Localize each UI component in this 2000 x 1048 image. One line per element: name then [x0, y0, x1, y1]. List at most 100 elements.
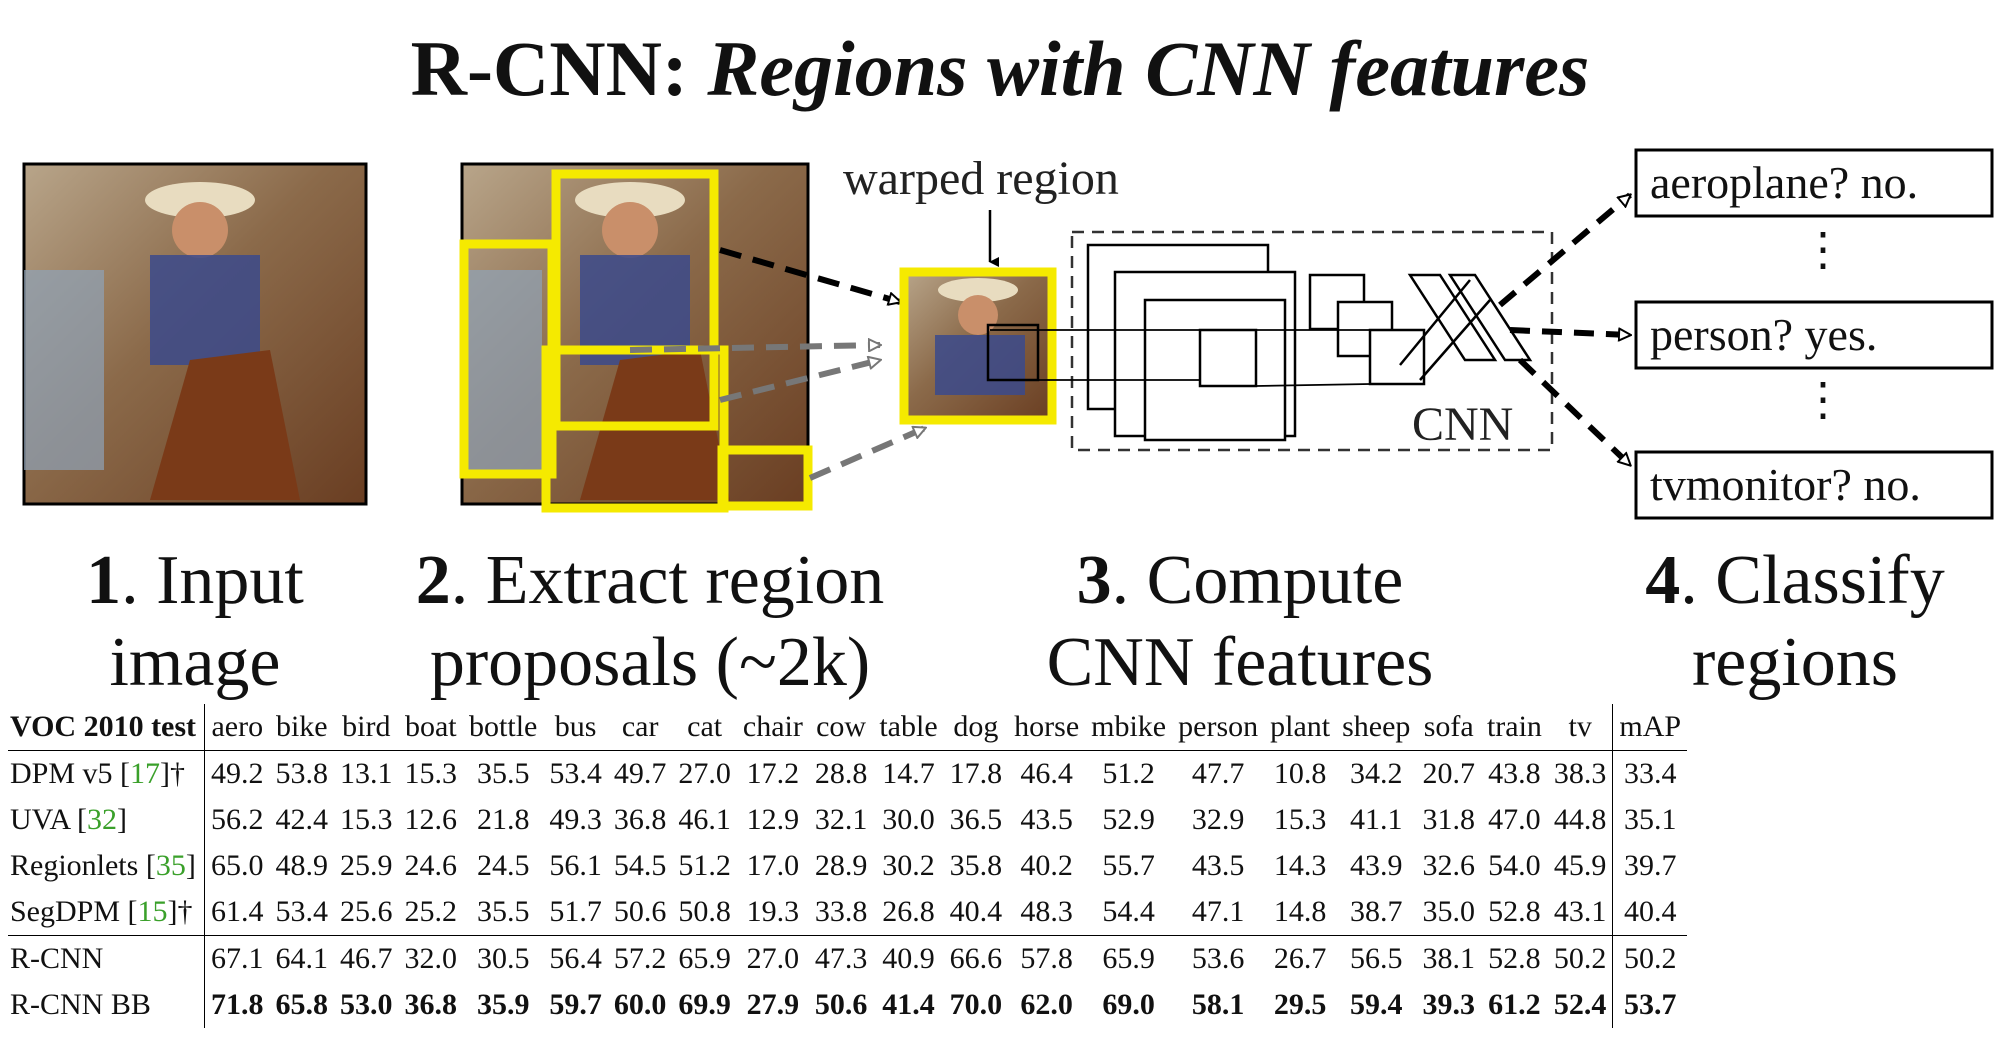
ellipsis-bottom: ⋮ — [1800, 374, 1846, 425]
table-header-mbike: mbike — [1085, 704, 1173, 751]
table-header-bottle: bottle — [463, 704, 544, 751]
table-cell: 10.8 — [1273, 757, 1327, 790]
table-cell: 26.8 — [882, 895, 935, 928]
table-cell: 45.9 — [1547, 843, 1614, 889]
table-cell: 65.9 — [672, 935, 737, 982]
class-label-person: person? yes. — [1650, 309, 1877, 360]
step-4-caption: 4. Classify regions — [1645, 542, 1945, 701]
proposal-arrow-gray-1 — [629, 345, 880, 353]
table-cell: 15.3 — [404, 757, 458, 790]
table-cell: 28.8 — [814, 757, 868, 790]
table-cell: 52.8 — [1480, 935, 1548, 982]
table-cell: 31.8 — [1422, 803, 1475, 836]
table-cell: 44.8 — [1547, 797, 1614, 843]
table-header-car: car — [607, 704, 673, 751]
table-cell: 48.3 — [1020, 895, 1073, 928]
table-cell: 43.9 — [1350, 849, 1403, 882]
table-cell: 50.6 — [613, 895, 667, 928]
row-method-name: DPM v5 [17]† — [8, 750, 206, 797]
table-cell: 41.1 — [1350, 803, 1403, 836]
table-cell: 53.6 — [1172, 935, 1265, 982]
table-cell: 35.5 — [476, 895, 530, 928]
table-cell: 50.8 — [678, 895, 731, 928]
table-cell: 25.2 — [404, 895, 458, 928]
table-header-bird: bird — [334, 704, 399, 751]
table-cell: 53.7 — [1624, 988, 1677, 1021]
table-cell: 65.0 — [211, 849, 264, 882]
table-header-cat: cat — [672, 704, 737, 751]
table-cell: 48.9 — [275, 849, 329, 882]
table-cell: 67.1 — [204, 935, 270, 982]
table-cell: 51.2 — [678, 849, 731, 882]
table-header-chair: chair — [736, 704, 809, 751]
row-method-name: R-CNN BB — [8, 982, 206, 1028]
table-cell: 27.0 — [678, 757, 731, 790]
table-cell: 43.8 — [1488, 757, 1541, 790]
row-method-name: R-CNN — [8, 935, 206, 982]
table-cell: 54.0 — [1488, 849, 1541, 882]
ellipsis-top: ⋮ — [1800, 224, 1846, 275]
title-plain: R-CNN: — [410, 25, 708, 112]
table-cell: 41.4 — [882, 988, 935, 1021]
table-cell: 24.6 — [404, 849, 458, 882]
table-cell: 15.3 — [1273, 803, 1327, 836]
table-cell: 52.9 — [1102, 803, 1155, 836]
cnn-label: CNN — [1412, 398, 1513, 451]
table-cell: 38.7 — [1350, 895, 1403, 928]
table-header-cow: cow — [808, 704, 874, 751]
table-cell: 50.2 — [1547, 935, 1614, 982]
table-cell: 13.1 — [340, 757, 393, 790]
table-header-aero: aero — [204, 704, 270, 751]
table-cell: 29.5 — [1273, 988, 1327, 1021]
class-arrow-tvmonitor — [1517, 357, 1630, 465]
table-header-bike: bike — [269, 704, 335, 751]
table-cell: 47.3 — [808, 935, 874, 982]
table-cell: 57.8 — [1008, 935, 1086, 982]
table-cell: 47.1 — [1191, 895, 1245, 928]
table-cell: 30.2 — [882, 849, 935, 882]
table-cell: 43.5 — [1191, 849, 1245, 882]
table-cell: 50.6 — [814, 988, 868, 1021]
class-box-person: person? yes. — [1634, 300, 1994, 370]
table-cell: 17.8 — [949, 757, 1003, 790]
table-cell: 32.9 — [1191, 803, 1245, 836]
table-cell: 40.9 — [873, 935, 944, 982]
table-cell: 53.4 — [549, 757, 602, 790]
table-cell: 12.9 — [746, 803, 800, 836]
table-header-map: mAP — [1612, 704, 1688, 751]
table-cell: 56.2 — [211, 803, 264, 836]
proposal-box-wall — [459, 239, 557, 479]
table-cell: 35.9 — [476, 988, 530, 1021]
table-cell: 47.7 — [1191, 757, 1245, 790]
table-cell: 40.4 — [1624, 895, 1677, 928]
table-cell: 69.0 — [1102, 988, 1155, 1021]
table-cell: 69.9 — [678, 988, 731, 1021]
table-cell: 25.9 — [340, 849, 393, 882]
table-cell: 34.2 — [1350, 757, 1403, 790]
table-cell: 58.1 — [1191, 988, 1245, 1021]
table-cell: 24.5 — [476, 849, 530, 882]
table-cell: 53.8 — [275, 757, 329, 790]
proposal-arrow-main — [719, 247, 900, 302]
table-cell: 66.6 — [943, 935, 1009, 982]
class-box-aeroplane: aeroplane? no. — [1634, 148, 1994, 218]
table-cell: 43.5 — [1020, 803, 1073, 836]
table-cell: 25.6 — [340, 895, 393, 928]
table-cell: 30.0 — [882, 803, 935, 836]
proposals-image — [459, 162, 813, 513]
class-box-tvmonitor: tvmonitor? no. — [1634, 450, 1994, 520]
table-header-sofa: sofa — [1416, 704, 1481, 751]
table-cell: 59.7 — [549, 988, 602, 1021]
table-cell: 35.5 — [476, 757, 530, 790]
row-method-name: SegDPM [15]† — [8, 889, 206, 936]
cnn-block: CNN — [986, 230, 1554, 452]
table-cell: 40.4 — [949, 895, 1003, 928]
table-header-bus: bus — [543, 704, 608, 751]
table-cell: 35.0 — [1422, 895, 1475, 928]
